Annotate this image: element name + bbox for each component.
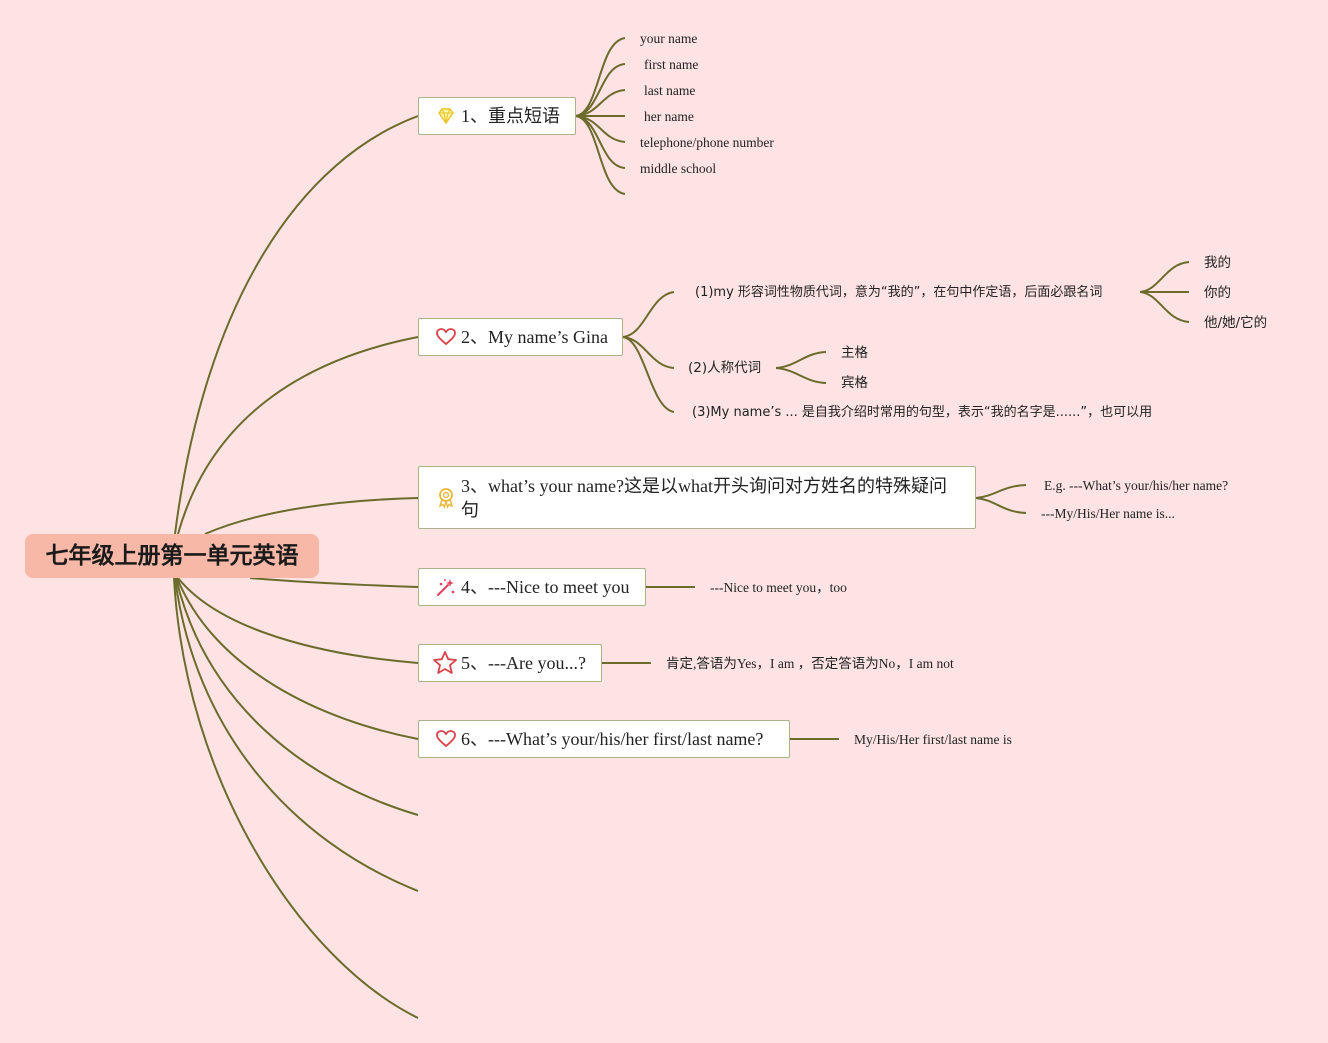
sparkle-icon xyxy=(435,576,457,598)
topic-4-label: 4、---Nice to meet you xyxy=(461,577,630,597)
topic-1-item-3[interactable]: last name xyxy=(644,83,696,98)
topic-3-item-2[interactable]: ---My/His/Her name is... xyxy=(1041,506,1175,521)
topic-2[interactable]: 2、My name’s Gina xyxy=(418,318,623,356)
diamond-icon xyxy=(435,105,457,127)
topic-1-item-5[interactable]: telephone/phone number xyxy=(640,135,774,150)
topic-2-sub-2-item-1[interactable]: 主格 xyxy=(841,345,868,361)
heart-icon xyxy=(435,728,457,750)
topic-3-label: 3、what’s your name?这是以what开头询问对方姓名的特殊疑问句 xyxy=(461,476,947,520)
topic-1-label: 1、重点短语 xyxy=(461,106,560,126)
topic-5-item-1[interactable]: 肯定,答语为Yes，I am ，否定答语为No，I am not xyxy=(666,656,954,671)
topic-2-label: 2、My name’s Gina xyxy=(461,327,608,347)
topic-2-sub-1[interactable]: (1)my 形容词性物质代词，意为“我的”，在句中作定语，后面必跟名词 xyxy=(695,285,1103,300)
topic-1-item-6[interactable]: middle school xyxy=(640,161,717,176)
root-topic[interactable]: 七年级上册第一单元英语 xyxy=(25,534,319,578)
topic-4-item-1[interactable]: ---Nice to meet you，too xyxy=(710,580,847,595)
topic-6-item-1[interactable]: My/His/Her first/last name is xyxy=(854,732,1012,747)
star-icon xyxy=(432,650,458,676)
topic-3-item-1[interactable]: E.g. ---What’s your/his/her name? xyxy=(1044,478,1229,493)
topic-2-sub-1-item-2[interactable]: 你的 xyxy=(1204,285,1231,301)
topic-5[interactable]: 5、---Are you...? xyxy=(418,644,602,682)
topic-2-sub-1-item-3[interactable]: 他/她/它的 xyxy=(1204,315,1268,331)
topic-3[interactable]: 3、what’s your name?这是以what开头询问对方姓名的特殊疑问句 xyxy=(418,466,976,529)
medal-icon xyxy=(435,487,457,509)
topic-1-item-1[interactable]: your name xyxy=(640,31,698,46)
heart-icon xyxy=(435,326,457,348)
topic-1-item-2[interactable]: first name xyxy=(644,57,699,72)
topic-2-sub-2-item-2[interactable]: 宾格 xyxy=(841,375,868,391)
topic-2-sub-1-item-1[interactable]: 我的 xyxy=(1204,255,1231,271)
topic-5-label: 5、---Are you...? xyxy=(461,653,586,673)
topic-6[interactable]: 6、---What’s your/his/her first/last name… xyxy=(418,720,790,758)
topic-4[interactable]: 4、---Nice to meet you xyxy=(418,568,646,606)
topic-1-item-4[interactable]: her name xyxy=(644,109,694,124)
topic-1[interactable]: 1、重点短语 xyxy=(418,97,576,135)
topic-2-sub-2[interactable]: (2)人称代词 xyxy=(688,360,762,376)
topic-2-sub-3[interactable]: (3)My name’s ... 是自我介绍时常用的句型，表示“我的名字是...… xyxy=(692,405,1153,420)
topic-6-label: 6、---What’s your/his/her first/last name… xyxy=(461,729,764,749)
